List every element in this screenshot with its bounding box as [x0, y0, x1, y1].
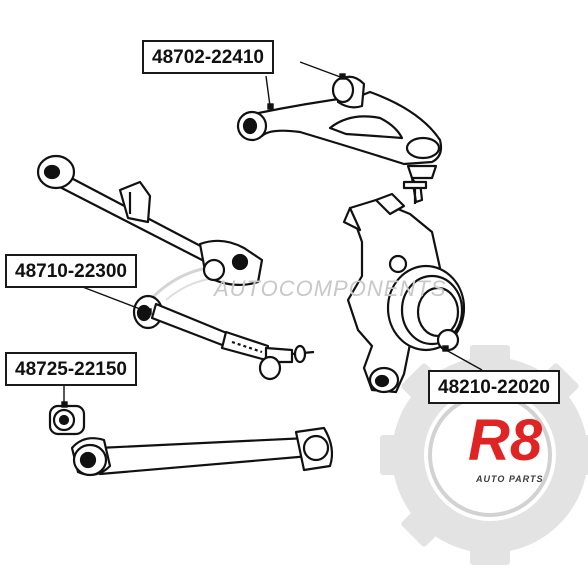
- part-number-knuckle: 48210-22020: [428, 370, 560, 404]
- lateral-link: [132, 294, 315, 381]
- part-number-upper-arm: 48702-22410: [142, 40, 274, 74]
- watermark-text: AUTOCOMPONENTS: [214, 276, 447, 301]
- brand-logo-subtitle: AUTO PARTS: [476, 474, 544, 484]
- part-number-bushing: 48725-22150: [5, 352, 137, 386]
- upper-control-arm: [236, 75, 443, 204]
- lower-control-arm: [70, 426, 334, 477]
- part-number-lateral-link: 48710-22300: [5, 254, 137, 288]
- steering-knuckle: [342, 192, 466, 394]
- bushing-part: [48, 404, 86, 436]
- brand-logo-mark: R8: [468, 408, 543, 473]
- leader-lines: [61, 61, 483, 408]
- trailing-arm: [36, 154, 264, 287]
